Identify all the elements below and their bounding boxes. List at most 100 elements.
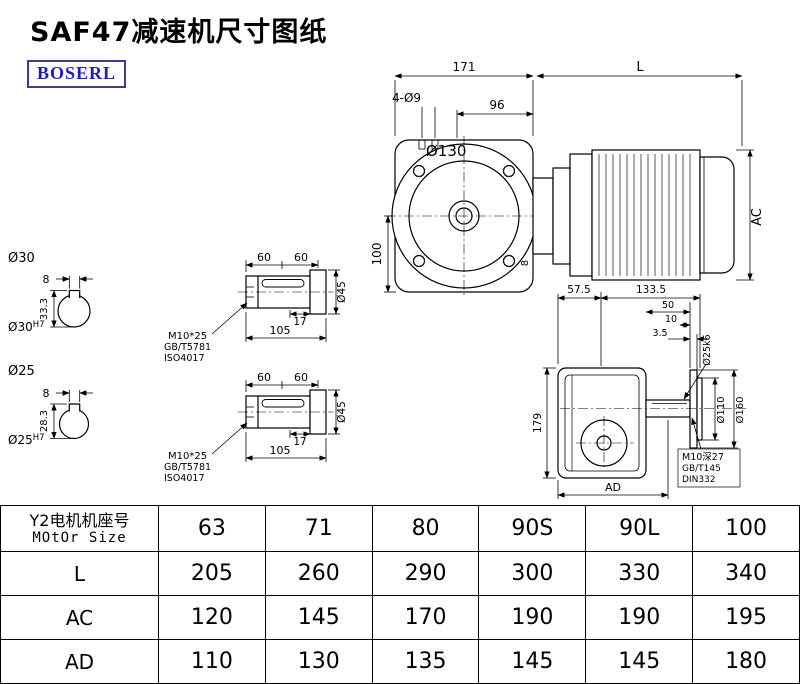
dim-d45-label: Ø45 [336,401,348,423]
dim-50-label: 50 [662,300,674,311]
dim-60-right-label: 60 [294,371,308,384]
dim-8-label: 8 [520,260,531,266]
dim-d130-label: Ø130 [426,142,466,160]
tap-din-label: DIN332 [682,475,716,485]
screw-std-label: GB/T5781 [164,342,211,353]
table-cell: 290 [371,551,480,596]
dim-96-label: 96 [489,98,504,112]
brand-logo-text: BOSERL [37,63,117,83]
section-30-keywidth-label: 8 [43,273,50,286]
front-view-labels: 171 L 96 4-Ø9 Ø130 100 AC 8 [370,60,765,266]
section-25-bore-label: Ø25H7 [8,433,45,447]
tap-label: M10深27 [682,452,724,463]
page-title: SAF47减速机尺寸图纸 [30,17,328,48]
keyway-notch [68,403,81,412]
keyway-slot [261,279,305,288]
screw-std-label: GB/T5781 [164,462,211,473]
mounting-slot [418,139,426,150]
hollow-shaft-section-25: Ø25 8 28.3 Ø25H7 [8,364,93,447]
table-cell: 340 [692,551,800,596]
dim-100-label: 100 [370,243,384,266]
flange-disc-outer [689,369,698,449]
tap-label-box [677,448,741,488]
table-cell-size: 71 [264,505,373,552]
gearbox-side-body [557,367,647,479]
table-cell: 135 [371,639,480,684]
table-header-motor-size: Y2电机机座号 MOtOr Size [0,505,159,552]
dim-10-label: 10 [665,314,677,325]
table-cell: 120 [158,595,266,640]
dim-105-label: 105 [270,324,291,337]
output-shaft-upper: 60 60 17 105 Ø45 M10*25 GB/T5781 ISO4017 [164,251,348,364]
motor-size-label-en: MOtOr Size [32,530,127,547]
front-view-dim-lines [384,73,754,293]
front-view [386,136,735,298]
table-cell: 130 [264,639,373,684]
output-shaft-lower: 60 60 17 105 Ø45 M10*25 GB/T5781 ISO4017 [164,371,348,484]
table-cell: 145 [264,595,373,640]
section-25-keyheight-label: 28.3 [39,410,50,432]
table-row-label: AC [0,595,159,640]
screw-iso-label: ISO4017 [164,473,205,484]
adapter-large [552,167,571,265]
table-cell: 190 [585,595,694,640]
table-row-label: L [0,551,159,596]
table-cell: 110 [158,639,266,684]
hollow-shaft-section-30: Ø30 8 33.3 Ø30H7 [8,251,93,334]
table-header-row: Y2电机机座号 MOtOr Size 63 71 80 90S 90L 100 [0,505,800,552]
motor-body [591,149,701,281]
section-25-dia-label: Ø25 [8,364,35,379]
bore-circle [58,408,90,440]
keyway-slot [261,399,305,408]
motor-flange [569,153,593,277]
dim-L-label: L [636,60,644,75]
dim-17-label: 17 [293,316,306,328]
dim-3-5-label: 3.5 [652,328,667,339]
bolt-hole [412,254,426,268]
dim-60-right-label: 60 [294,251,308,264]
dim-57-5-label: 57.5 [567,284,590,296]
table-cell: 145 [585,639,694,684]
dim-60-left-label: 60 [257,251,271,264]
dim-17-label: 17 [293,436,306,448]
adapter-small [532,177,554,255]
motor-size-table: Y2电机机座号 MOtOr Size 63 71 80 90S 90L 100 … [0,505,800,684]
dim-133-5-label: 133.5 [636,284,666,296]
dim-d45-label: Ø45 [336,281,348,303]
section-30-keyheight-label: 33.3 [39,298,50,320]
bolt-hole [502,164,516,178]
dim-179-label: 179 [532,413,544,433]
dim-AC-label: AC [750,208,765,226]
table-cell: 190 [478,595,587,640]
table-row-L: L 205 260 290 300 330 340 [0,551,800,596]
table-cell: 205 [158,551,266,596]
centerlines [560,408,746,470]
flange-disc-inner [696,377,703,441]
fan-cover [699,156,735,274]
dim-60-left-label: 60 [257,371,271,384]
dim-d110-label: Ø110 [715,397,727,424]
table-cell: 300 [478,551,587,596]
section-25-keywidth-label: 8 [43,387,50,400]
table-row-AC: AC 120 145 170 190 190 195 [0,595,800,640]
centerlines [386,136,542,298]
gearbox-side-inner [564,374,640,472]
technical-drawing: 171 L 96 4-Ø9 Ø130 100 AC 8 [8,60,765,499]
table-cell: 170 [371,595,480,640]
section-30-bore-label: Ø30H7 [8,320,45,334]
dim-105-label: 105 [270,444,291,457]
table-cell: 180 [692,639,800,684]
tap-std-label: GB/T145 [682,464,721,474]
table-row-label: AD [0,639,159,684]
table-cell-size: 63 [158,505,266,552]
table-cell-size: 90L [585,505,694,552]
motor-size-label-cn: Y2电机机座号 [29,510,130,530]
section-30-dia-label: Ø30 [8,251,35,266]
dim-171-label: 171 [453,60,476,74]
screw-label: M10*25 [168,451,207,462]
table-cell-size: 100 [692,505,800,552]
dim-d160-label: Ø160 [734,397,746,424]
table-cell-size: 90S [478,505,587,552]
table-cell: 260 [264,551,373,596]
